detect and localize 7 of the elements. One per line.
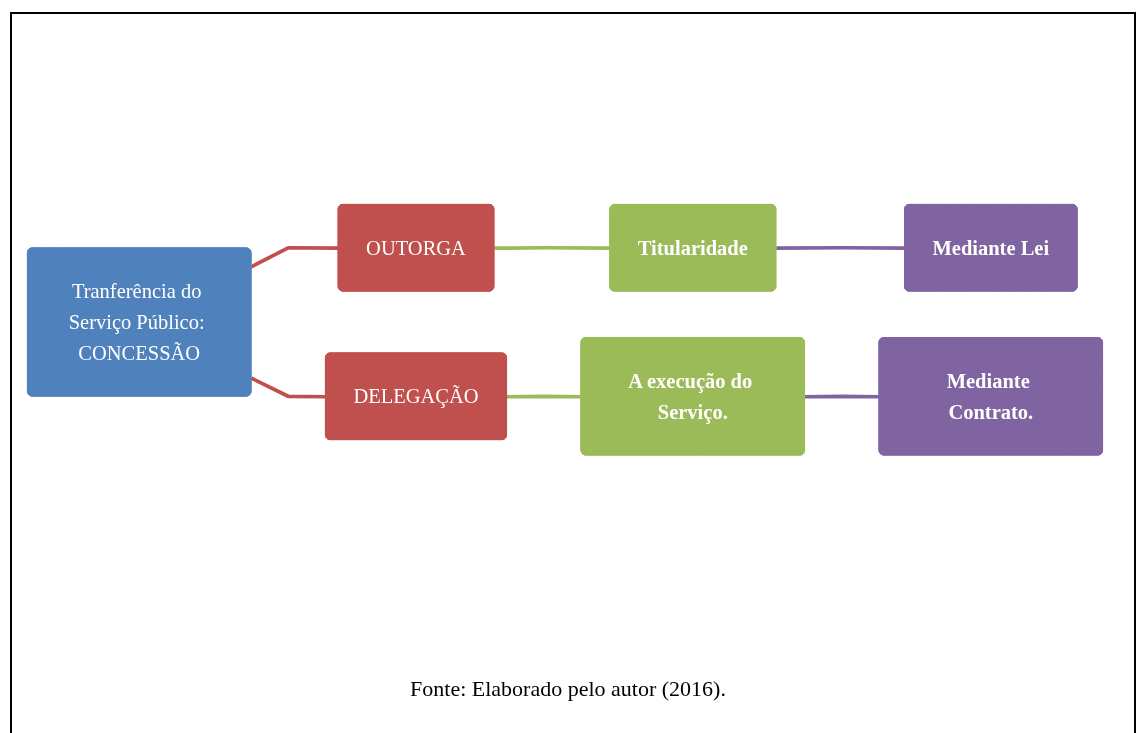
caption: Fonte: Elaborado pelo autor (2016). <box>410 676 726 701</box>
connector <box>506 394 582 399</box>
connector <box>250 246 339 269</box>
connector <box>494 246 611 251</box>
connector <box>804 394 880 399</box>
connector <box>776 246 905 251</box>
connector <box>250 376 326 399</box>
